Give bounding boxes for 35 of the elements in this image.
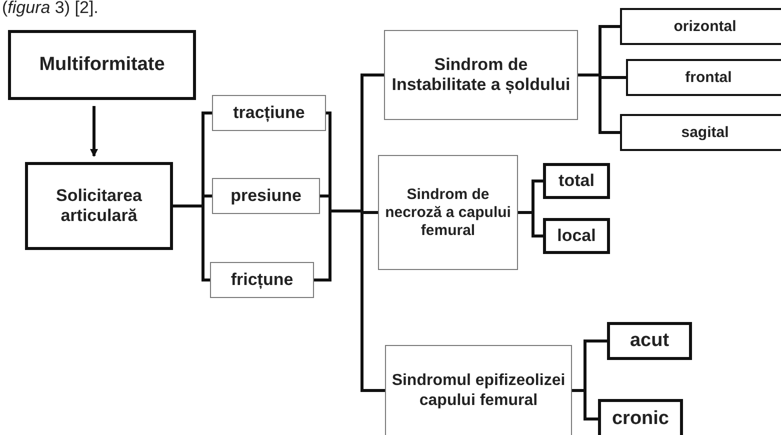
box-text: local xyxy=(557,226,596,246)
term-box xyxy=(620,8,781,45)
term-box xyxy=(385,345,572,435)
reference-note: (figura 3) [2]. xyxy=(2,0,98,18)
term-box xyxy=(384,30,578,120)
box-text: tracțiune xyxy=(233,102,305,124)
arrow xyxy=(90,106,98,157)
term-box xyxy=(598,399,683,435)
connector-line xyxy=(518,211,543,238)
box-text: total xyxy=(558,170,594,192)
box-text: fricțune xyxy=(230,270,294,290)
connector-line xyxy=(572,389,598,420)
connector-line xyxy=(173,204,210,282)
box-text: Sindrom de necroză a capului femural xyxy=(384,186,512,240)
term-box xyxy=(25,162,173,250)
box-text: sagital xyxy=(681,124,729,142)
term-box xyxy=(607,322,692,360)
term-box xyxy=(210,262,314,298)
term-box xyxy=(8,30,196,100)
box-text: Multiformitate xyxy=(39,54,165,76)
term-box xyxy=(212,95,326,131)
term-box xyxy=(543,218,610,254)
box-text: orizontal xyxy=(674,18,736,36)
box-text: Sindromul epifizeolizei capului femural xyxy=(390,371,566,410)
term-box xyxy=(378,155,518,270)
box-text: cronic xyxy=(612,408,670,430)
box-text: presiune xyxy=(230,186,302,206)
term-box xyxy=(543,163,610,199)
term-box xyxy=(626,59,781,96)
box-text: frontal xyxy=(685,68,732,86)
box-text: acut xyxy=(630,330,670,352)
term-box xyxy=(620,114,781,151)
box-text: Solicitarea articulară xyxy=(55,186,143,226)
box-text: Sindrom de Instabilitate a șoldului xyxy=(390,54,572,96)
term-box xyxy=(212,178,320,214)
